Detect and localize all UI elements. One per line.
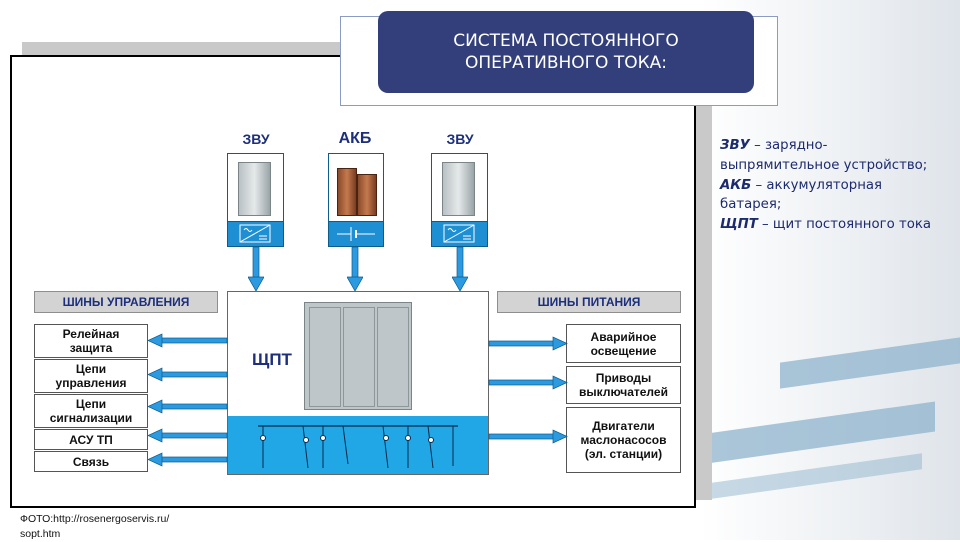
title-line-2: ОПЕРАТИВНОГО ТОКА: bbox=[464, 53, 668, 73]
item-line: (эл. станции) bbox=[584, 447, 663, 461]
power-arrows bbox=[488, 336, 568, 444]
legend-term: ЗВУ bbox=[720, 138, 750, 153]
zvu-left-image bbox=[228, 154, 283, 222]
control-item-asu-tp: АСУ ТП bbox=[34, 429, 148, 450]
battery-symbol-icon bbox=[337, 227, 375, 241]
item-line: Двигатели bbox=[592, 419, 655, 433]
legend-definition: – зарядно-выпрямительное устройство; bbox=[720, 138, 928, 173]
item-line: АСУ ТП bbox=[69, 432, 113, 447]
shpt-panel: ЩПТ bbox=[227, 291, 489, 475]
photo-credit: ФОТО:http://rosenergoservis.ru/ sopt.htm bbox=[20, 512, 230, 542]
item-line: защита bbox=[69, 341, 113, 355]
item-line: выключателей bbox=[579, 385, 668, 399]
battery-cell-icon bbox=[357, 174, 377, 216]
arrow-zvu-left-down bbox=[248, 247, 264, 292]
device-label-akb: АКБ bbox=[338, 130, 372, 147]
zvu-left-device bbox=[227, 153, 284, 247]
item-line: сигнализации bbox=[49, 411, 133, 425]
item-line: Аварийное bbox=[590, 329, 657, 344]
switch-circuit-icon bbox=[258, 425, 458, 469]
legend-term: АКБ bbox=[720, 177, 752, 193]
item-line: маслонасосов bbox=[580, 433, 667, 447]
control-arrows bbox=[148, 333, 228, 467]
legend-entry-zvu: ЗВУ – зарядно-выпрямительное устройство; bbox=[720, 136, 945, 176]
cabinet-door bbox=[377, 307, 409, 407]
item-line: освещение bbox=[590, 343, 657, 358]
shpt-switch-area bbox=[228, 416, 488, 474]
arrow-zvu-right-down bbox=[452, 247, 468, 292]
akb-device bbox=[328, 153, 384, 247]
rectifier-symbol-icon bbox=[239, 224, 271, 243]
item-line: управления bbox=[55, 376, 127, 390]
arrow-akb-down bbox=[347, 247, 363, 292]
item-line: Связь bbox=[72, 454, 110, 469]
shpt-label: ЩПТ bbox=[252, 350, 292, 369]
cabinet-door bbox=[343, 307, 375, 407]
battery-cell-icon bbox=[337, 168, 357, 216]
zvu-right-image bbox=[432, 154, 487, 222]
shpt-cabinet-image bbox=[304, 302, 412, 410]
legend-entry-shpt: ЩПТ – щит постоянного тока bbox=[720, 215, 945, 235]
legend-entry-akb: АКБ – аккумуляторная батарея; bbox=[720, 176, 945, 216]
legend-definition: – щит постоянного тока bbox=[757, 217, 932, 233]
cabinet-door bbox=[309, 307, 341, 407]
device-label-zvu-right: ЗВУ bbox=[446, 131, 474, 147]
title-line-1: СИСТЕМА ПОСТОЯННОГО bbox=[453, 31, 679, 51]
control-bus-label: ШИНЫ УПРАВЛЕНИЯ bbox=[34, 291, 218, 313]
photo-credit-line-2: sopt.htm bbox=[20, 528, 61, 540]
rectifier-symbol-icon bbox=[443, 224, 475, 243]
item-line: Цепи bbox=[75, 362, 107, 376]
item-line: Релейная bbox=[62, 327, 120, 341]
legend: ЗВУ – зарядно-выпрямительное устройство;… bbox=[720, 136, 945, 235]
device-label-zvu-left: ЗВУ bbox=[242, 131, 270, 147]
power-bus-label: ШИНЫ ПИТАНИЯ bbox=[497, 291, 681, 313]
charger-cabinet-icon bbox=[238, 162, 271, 216]
legend-term: ЩПТ bbox=[720, 217, 758, 233]
legend-definition: – аккумуляторная батарея; bbox=[720, 177, 883, 213]
charger-cabinet-icon bbox=[442, 162, 475, 216]
item-line: Цепи bbox=[75, 397, 107, 411]
item-line: Приводы bbox=[595, 371, 652, 385]
control-item-communication: Связь bbox=[34, 451, 148, 472]
zvu-right-device bbox=[431, 153, 488, 247]
page-title: СИСТЕМА ПОСТОЯННОГО ОПЕРАТИВНОГО ТОКА: bbox=[378, 11, 754, 93]
photo-credit-line-1: ФОТО:http://rosenergoservis.ru/ bbox=[20, 513, 170, 525]
akb-image bbox=[329, 154, 383, 222]
